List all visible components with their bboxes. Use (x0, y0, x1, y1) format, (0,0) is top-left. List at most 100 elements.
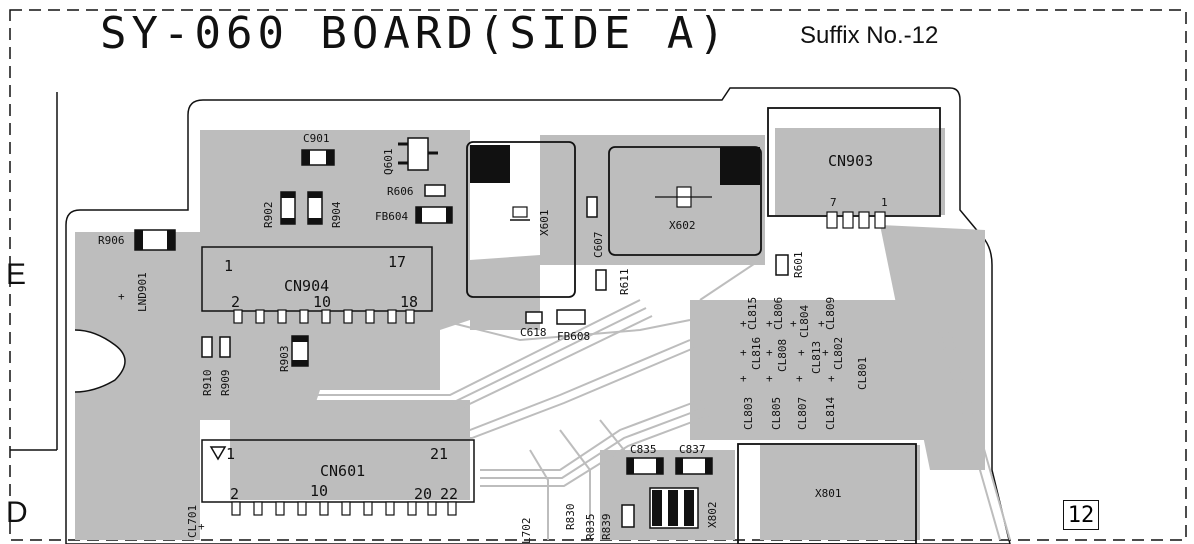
label-r903: R903 (278, 346, 291, 373)
resistor-r601 (775, 254, 789, 276)
label-c607: C607 (592, 232, 605, 259)
resistor-r611 (595, 269, 607, 291)
label-cn601: CN601 (320, 462, 365, 480)
trace (300, 315, 653, 412)
pad (292, 360, 308, 366)
crystal-x802 (649, 487, 699, 529)
label-q601: Q601 (382, 149, 395, 176)
label-cl805: CL805 (770, 397, 783, 430)
label-r906: R906 (98, 234, 125, 247)
label-fb604: FB604 (375, 210, 408, 223)
pad (446, 207, 452, 223)
svg-text:+: + (818, 317, 825, 330)
trace (439, 319, 691, 342)
svg-text:+: + (766, 372, 773, 385)
label-cl815: CL815 (746, 297, 759, 330)
svg-text:+: + (822, 346, 829, 359)
svg-text:+: + (766, 346, 773, 359)
copper-area-x801 (760, 445, 920, 540)
cn903-pin-7: 7 (830, 196, 837, 209)
trace (480, 415, 709, 487)
page-number-box: 12 (1063, 500, 1099, 530)
copper-area-left (75, 130, 470, 420)
pad (302, 150, 310, 165)
svg-text:+: + (766, 317, 773, 330)
svg-text:+: + (740, 346, 747, 359)
copper-area-caps (690, 300, 960, 440)
page-border (9, 9, 1187, 541)
label-fb608: FB608 (557, 330, 590, 343)
cn601-pin-1: 1 (226, 445, 235, 463)
plus-sign: + (118, 290, 125, 303)
label-cl814: CL814 (824, 397, 837, 430)
pad (326, 150, 334, 165)
pad (308, 192, 322, 198)
label-x601: X601 (538, 210, 551, 237)
cn904-pin-18: 18 (400, 293, 418, 311)
label-x801: X801 (815, 487, 842, 500)
cn601-pin-22: 22 (440, 485, 458, 503)
trace (529, 449, 549, 540)
label-cl813: CL813 (810, 341, 823, 374)
svg-text:+: + (796, 372, 803, 385)
label-cl804: CL804 (798, 305, 811, 338)
svg-text:+: + (790, 317, 797, 330)
board-notch (74, 329, 126, 393)
copper-area-center (470, 255, 540, 330)
capacitor-c607 (586, 196, 598, 218)
cn903-pads (826, 211, 886, 229)
svg-text:+: + (798, 346, 805, 359)
suffix-number: Suffix No.-12 (800, 22, 939, 49)
trace (480, 399, 701, 471)
cn903-pin-1: 1 (881, 196, 888, 209)
label-cl701: CL701 (186, 505, 199, 538)
transistor-q601 (407, 137, 429, 171)
cn601-pin-21: 21 (430, 445, 448, 463)
pad (720, 147, 760, 185)
label-cl803: CL803 (742, 397, 755, 430)
trace (300, 299, 641, 396)
label-cl807: CL807 (796, 397, 809, 430)
polarity-marks: ++++ ++++ ++++ (740, 317, 835, 385)
pad (416, 207, 422, 223)
label-r611: R611 (618, 269, 631, 296)
label-cl801: CL801 (856, 357, 869, 390)
cn904-pin-10: 10 (313, 293, 331, 311)
label-l702: L702 (520, 518, 533, 544)
label-lnd901: LND901 (136, 272, 149, 312)
label-r909: R909 (219, 370, 232, 397)
cn904-pin-1: 1 (224, 257, 233, 275)
label-cl806: CL806 (772, 297, 785, 330)
connector-cn903 (767, 107, 941, 217)
crystal-symbol (512, 206, 528, 218)
label-cl802: CL802 (832, 337, 845, 370)
pad (292, 336, 308, 342)
grid-row-label-e: E (6, 258, 27, 291)
pad (281, 192, 295, 198)
cn601-pads (231, 501, 457, 516)
label-r601: R601 (792, 252, 805, 279)
trace (320, 339, 691, 431)
cn601-pin-10: 10 (310, 482, 328, 500)
svg-text:+: + (740, 372, 747, 385)
pad (705, 458, 712, 474)
cn904-pin-2: 2 (231, 293, 240, 311)
plus-sign: + (198, 520, 205, 533)
label-r606: R606 (387, 185, 414, 198)
copper-area-cn601 (230, 400, 470, 500)
connector-cn601 (201, 439, 475, 503)
trace (559, 429, 591, 540)
pad (627, 458, 634, 474)
trace (899, 239, 1011, 541)
diagram-title: SY-060 BOARD(SIDE A) (100, 8, 730, 59)
label-r835: R835 (584, 514, 597, 541)
trace (699, 199, 762, 301)
copper-area-bottom-left (75, 420, 200, 540)
label-c618: C618 (520, 326, 547, 339)
copper-area-right (880, 225, 985, 470)
resistor-r909 (219, 336, 231, 358)
pad (135, 230, 143, 250)
pad (167, 230, 175, 250)
cn601-pin-20: 20 (414, 485, 432, 503)
